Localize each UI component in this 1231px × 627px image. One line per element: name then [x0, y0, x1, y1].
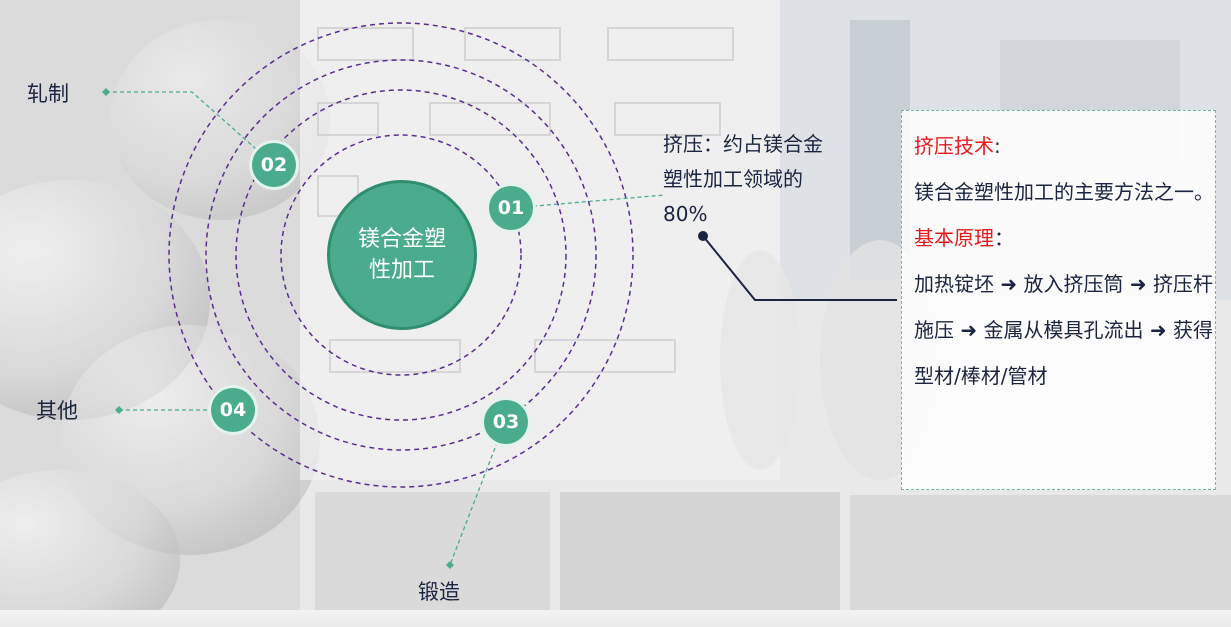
panel-steps: 加热锭坯 ➜ 放入挤压筒 ➜ 挤压杆施压 ➜ 金属从模具孔流出 ➜ 获得型材/棒… [914, 272, 1213, 388]
ring-3 [205, 59, 597, 451]
panel-description: 镁合金塑性加工的主要方法之一。 [914, 180, 1214, 204]
center-node: 镁合金塑性加工 [327, 180, 477, 330]
connector-04-end [115, 406, 123, 414]
node-02-label: 轧制 [27, 82, 69, 106]
panel-title-colon: : [994, 134, 1001, 158]
node-02-number: 02 [260, 154, 288, 176]
connector-03-end [446, 561, 454, 569]
extrusion-info-panel: 挤压技术: 镁合金塑性加工的主要方法之一。 基本原理： 加热锭坯 ➜ 放入挤压筒… [901, 110, 1216, 490]
bottom-strip [0, 610, 1231, 627]
node-02-badge: 02 [249, 140, 299, 190]
node-01-number: 01 [497, 197, 525, 219]
panel-principle-heading: 基本原理： [914, 215, 1215, 261]
node-04-number: 04 [219, 399, 247, 421]
node-03-badge: 03 [481, 397, 531, 447]
node-04-badge: 04 [208, 385, 258, 435]
node-03-number: 03 [492, 411, 520, 433]
panel-title: 挤压技术 [914, 134, 994, 158]
panel-principle-colon: ： [994, 226, 1014, 250]
ring-1 [280, 134, 522, 376]
connector-03 [449, 421, 506, 566]
center-label: 镁合金塑性加工 [357, 227, 446, 283]
connector-02 [106, 91, 275, 166]
ring-4 [168, 22, 634, 488]
panel-principle-title: 基本原理 [914, 226, 994, 250]
connector-02-end [102, 88, 110, 96]
node-03-label: 锻造 [418, 580, 460, 604]
node-04-label: 其他 [36, 399, 78, 423]
callout-pointer [702, 235, 897, 301]
ring-2 [235, 89, 567, 421]
callout-pointer-dot [698, 231, 708, 241]
panel-heading: 挤压技术: [914, 123, 1215, 169]
node-01-badge: 01 [486, 183, 536, 233]
node-01-label: 挤压：约占镁合金塑性加工领域的80% [663, 132, 823, 226]
connector-01 [511, 194, 666, 209]
